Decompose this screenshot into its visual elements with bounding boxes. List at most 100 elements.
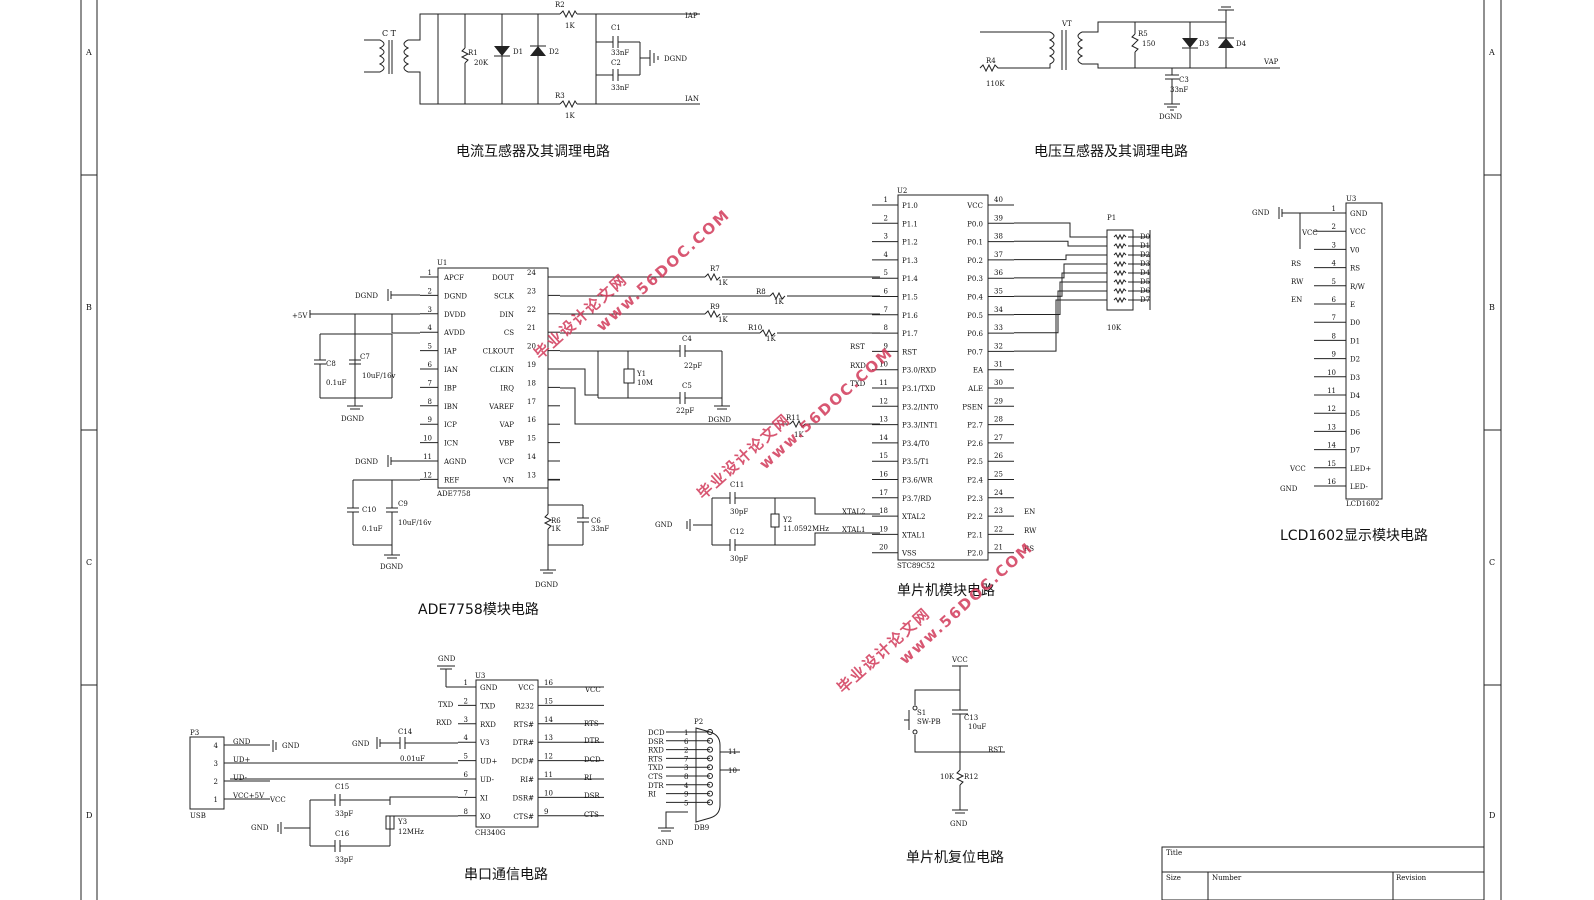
usb-connector (189, 736, 225, 810)
c15-label: C15 (335, 783, 349, 791)
mcu-pin-name: P0.5 (967, 312, 983, 320)
ade-pin-name: IRQ (500, 384, 514, 392)
ade-pin-num: 8 (428, 398, 432, 406)
mcu-pin-num: 30 (994, 379, 1003, 387)
c14-value: 0.01uF (400, 755, 425, 763)
xtal2-net: XTAL2 (842, 508, 865, 516)
d2-diode (530, 46, 546, 56)
r5-resistor (1131, 33, 1139, 53)
c3-label: C3 (1179, 76, 1189, 84)
r3-label: R3 (555, 92, 565, 100)
mcu-pin-num: 2 (884, 214, 888, 222)
y2-label: Y2 (782, 516, 792, 524)
d1-label: D1 (513, 48, 523, 56)
lcd-pin-num: 5 (1332, 278, 1336, 286)
mcu-pin-num: 1 (884, 196, 888, 204)
usb-pin-name: VCC+5V (232, 792, 265, 800)
ch-pin-name: GND (480, 684, 498, 692)
db9-ref: P2 (694, 718, 703, 726)
mcu-pin-name: P3.0/RXD (902, 367, 936, 375)
mcu-pin-num: 35 (994, 288, 1003, 296)
lcd-pin-name: R/W (1350, 283, 1366, 291)
lcd-gnd-net: GND (1252, 209, 1270, 217)
mcu-pin-name: P2.7 (967, 422, 983, 430)
mcu-pin-name: XTAL2 (902, 513, 925, 521)
r12-label: R12 (964, 773, 978, 781)
mcu-pin-name: P0.6 (967, 330, 983, 338)
db9-pin-num: 5 (684, 799, 688, 807)
ade-pin-name: ICP (444, 421, 457, 429)
usb-pin-num: 4 (214, 742, 219, 750)
c6-label: C6 (591, 517, 601, 525)
ade-pin-name: AGND (443, 458, 467, 466)
mcu-pin-num: 6 (884, 288, 889, 296)
c14-label: C14 (398, 728, 413, 736)
mcu-pin-num: 36 (994, 269, 1003, 277)
lcd-pin-name: E (1350, 301, 1355, 309)
r2-resistor (559, 9, 578, 19)
ch-vcc-net: VCC (584, 686, 601, 694)
lcd-pin-num: 15 (1327, 460, 1336, 468)
p1-d-label: D7 (1140, 296, 1150, 304)
title-block-size: Size (1166, 874, 1181, 882)
mcu-pin-num: 17 (879, 489, 888, 497)
ade-pin-num: 3 (428, 306, 432, 314)
mcu-pin-name: P2.5 (967, 458, 983, 466)
drawing-frame: A B C D A B C D (80, 0, 1502, 900)
mcu-pin-name: P3.4/T0 (902, 440, 929, 448)
ch-pin-name: RXD (480, 721, 496, 729)
ch-rxd-net: RXD (436, 719, 452, 727)
ade-pin-name: VN (502, 476, 514, 484)
c2-label: C2 (611, 59, 621, 67)
mcu-pin-num: 31 (994, 361, 1003, 369)
rst-net-mcu: RST (850, 343, 865, 351)
mcu-caption: 单片机模块电路 (897, 583, 995, 599)
p1-d-label: D1 (1140, 242, 1150, 250)
y3-label: Y3 (397, 818, 407, 826)
r9-value: 1K (718, 316, 728, 324)
mcu-pin-num: 11 (879, 379, 888, 387)
ch-pin-num: 4 (464, 734, 469, 742)
mcu-pin-name: P1.1 (902, 220, 918, 228)
mcu-pin-name: P3.5/T1 (902, 458, 929, 466)
mcu-pin-name: P0.3 (967, 275, 983, 283)
r3-resistor (559, 99, 578, 109)
ade7758-circuit: U1 ADE7758 1APCF2DGND3DVDD4AVDD5IAP6IAN7… (292, 259, 880, 618)
mcu-pin-name: P1.3 (902, 257, 918, 265)
c9-value: 10uF/16v (398, 519, 432, 527)
ade-pin-num: 11 (423, 453, 432, 461)
zone-left-c: C (86, 558, 92, 567)
y3-value: 12MHz (398, 828, 424, 836)
iap-net: IAP (685, 12, 698, 20)
r12-resistor (955, 769, 965, 786)
rs-net-mcu: RS (1024, 545, 1034, 553)
ch-pin-num: 13 (544, 734, 553, 742)
title-block-title: Title (1166, 849, 1182, 857)
dgnd-vn: DGND (535, 581, 558, 589)
gnd-xtal-mcu: GND (655, 521, 673, 529)
mcu-pin-name: P2.4 (967, 477, 983, 485)
mcu-pin-num: 15 (879, 452, 888, 460)
ade-pin-name: AVDD (443, 329, 465, 337)
plus5v-label: +5V (292, 312, 308, 320)
mcu-pin-num: 3 (884, 233, 888, 241)
mcu-ref: U2 (897, 187, 907, 195)
y1-value: 10M (637, 379, 653, 387)
lcd-pin-num: 16 (1327, 478, 1336, 486)
mcu-pin-name: EA (973, 367, 984, 375)
c13-value: 10uF (968, 723, 986, 731)
usb-part: USB (190, 812, 206, 820)
lcd-pin-num: 10 (1327, 369, 1336, 377)
c6-value: 33nF (591, 525, 609, 533)
reset-vcc-net: VCC (951, 656, 968, 664)
p1-d-label: D2 (1140, 251, 1150, 259)
lcd-pin-num: 11 (1327, 387, 1336, 395)
lcd-part: LCD1602 (1346, 500, 1379, 508)
mcu-pin-name: P3.6/WR (902, 477, 933, 485)
mcu-pin-num: 32 (994, 342, 1003, 350)
dgnd-pin11: DGND (355, 458, 378, 466)
dgnd-label-vt: DGND (1159, 113, 1182, 121)
xtal1-net: XTAL1 (842, 526, 865, 534)
reset-circuit: VCC S1 SW-PB C13 10uF RST R12 10K GND 单片… (904, 656, 1005, 866)
lcd-gnd2-net: GND (1280, 485, 1298, 493)
